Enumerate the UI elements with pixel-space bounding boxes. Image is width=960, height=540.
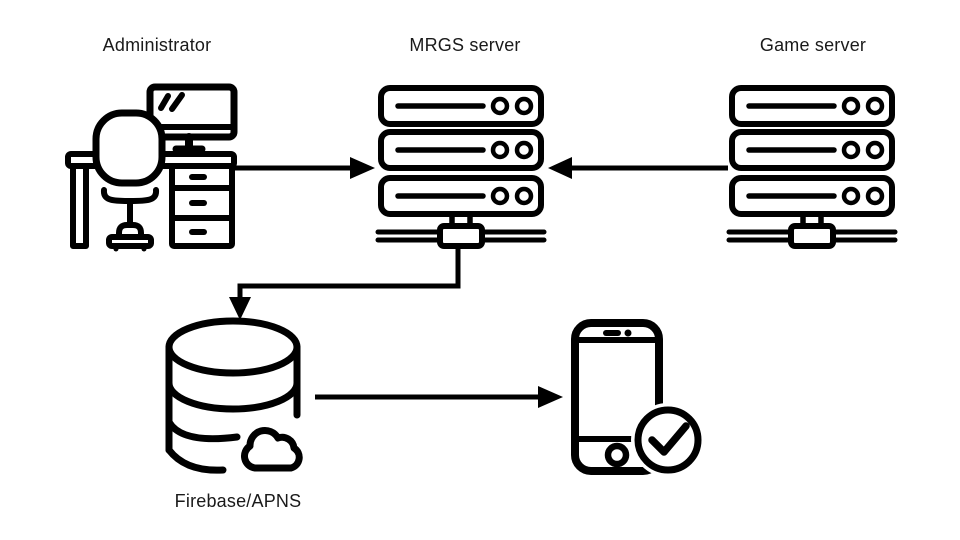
smartphone-check-icon [571,319,705,477]
mrgs-server-label: MRGS server [409,35,521,55]
arrow-mrgs-server-to-firebase [229,246,461,320]
server-rack-icon [375,85,547,249]
arrow-administrator-to-mrgs-server [234,157,375,179]
administrator-label: Administrator [102,35,212,55]
arrow-game-server-to-mrgs-server [548,157,728,179]
workstation-desk-icon [65,83,238,252]
server-rack-icon [726,85,898,249]
firebase-apns-label: Firebase/APNS [174,491,302,511]
database-cloud-icon [165,317,308,476]
game-server-label: Game server [759,35,867,55]
arrow-firebase-to-mobile [315,386,563,408]
